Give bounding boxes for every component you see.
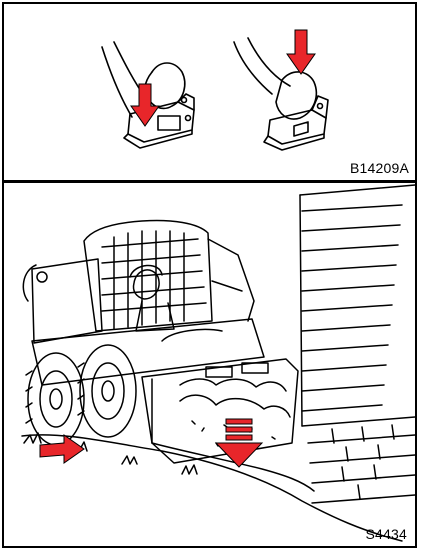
press-arrow-right	[287, 30, 315, 74]
move-forward-arrow	[40, 435, 84, 463]
pedal-illustration-panel: B14209A	[2, 2, 417, 182]
pedal-illustration	[2, 2, 417, 182]
figure-code-top: B14209A	[350, 160, 409, 176]
loader-illustration-panel: S4434	[2, 181, 417, 550]
loader-illustration	[2, 181, 417, 550]
figure-code-bottom: S4434	[366, 526, 407, 542]
